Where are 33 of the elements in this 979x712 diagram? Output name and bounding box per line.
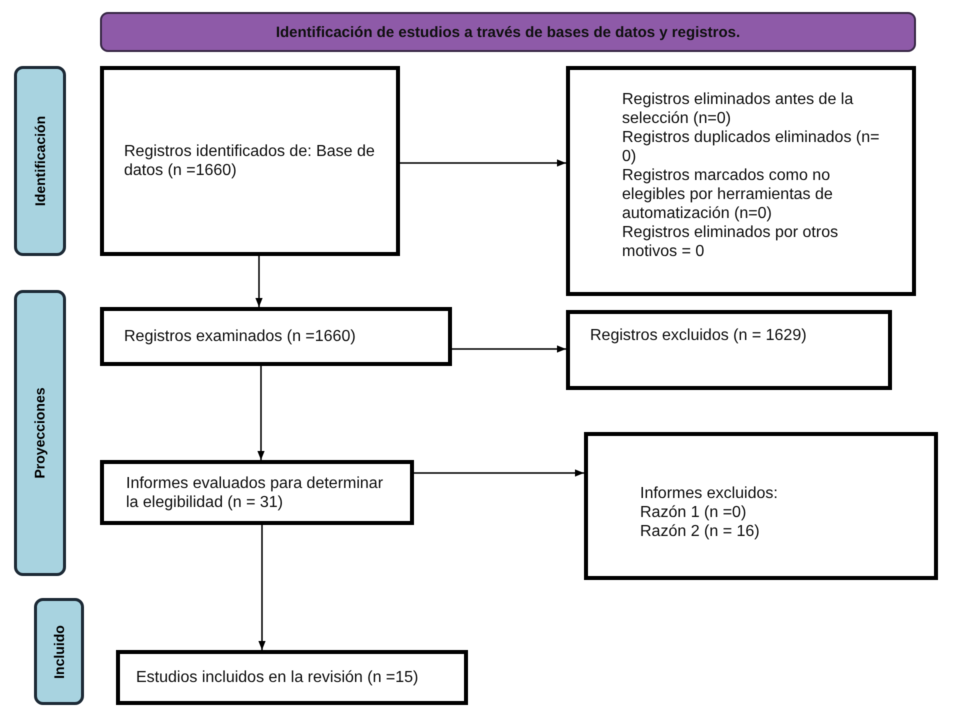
process-box [566, 66, 916, 296]
arrow [258, 525, 266, 650]
box-text: Registros duplicados eliminados (n= 0) [622, 128, 880, 166]
stage-label-bar [14, 290, 66, 576]
title-banner [100, 12, 916, 52]
arrow [452, 345, 566, 353]
process-box [566, 310, 892, 390]
stage-label: Incluido [51, 624, 67, 678]
stage-label-bar [34, 598, 84, 705]
box-text: Estudios incluidos en la revisión (n =15) [136, 668, 420, 687]
process-box [116, 650, 468, 705]
arrow [414, 469, 584, 477]
box-text: Informes evaluados para determinar la elegibilidad (n = 31) [126, 474, 384, 512]
arrow [255, 256, 263, 307]
box-text: Registros examinados (n =1660) [124, 327, 357, 346]
box-text: Informes excluidos: [640, 484, 779, 503]
box-text: Razón 2 (n = 16) [640, 522, 761, 541]
arrow [257, 366, 265, 460]
box-text: Registros identificados de: Base de datos (n =1660) [124, 142, 376, 180]
stage-label: Identificación [32, 116, 48, 206]
arrow [400, 159, 566, 167]
stage-label-bar [14, 66, 66, 256]
process-box [100, 307, 452, 366]
box-text: Registros excluidos (n = 1629) [590, 326, 808, 345]
box-text: Razón 1 (n =0) [640, 503, 748, 522]
process-box [584, 432, 938, 580]
title-text: Identificación de estudios a través de bases de datos y registros. [276, 22, 740, 42]
box-text: Registros marcados como no elegibles por herramientas de automatización (n=0) [622, 166, 834, 223]
box-text: Registros eliminados por otros motivos = 0 [622, 223, 840, 261]
process-box [100, 66, 400, 256]
box-text: Registros eliminados antes de la selección (n=0) [622, 90, 854, 128]
process-box [100, 460, 414, 525]
stage-label: Proyecciones [32, 387, 48, 479]
